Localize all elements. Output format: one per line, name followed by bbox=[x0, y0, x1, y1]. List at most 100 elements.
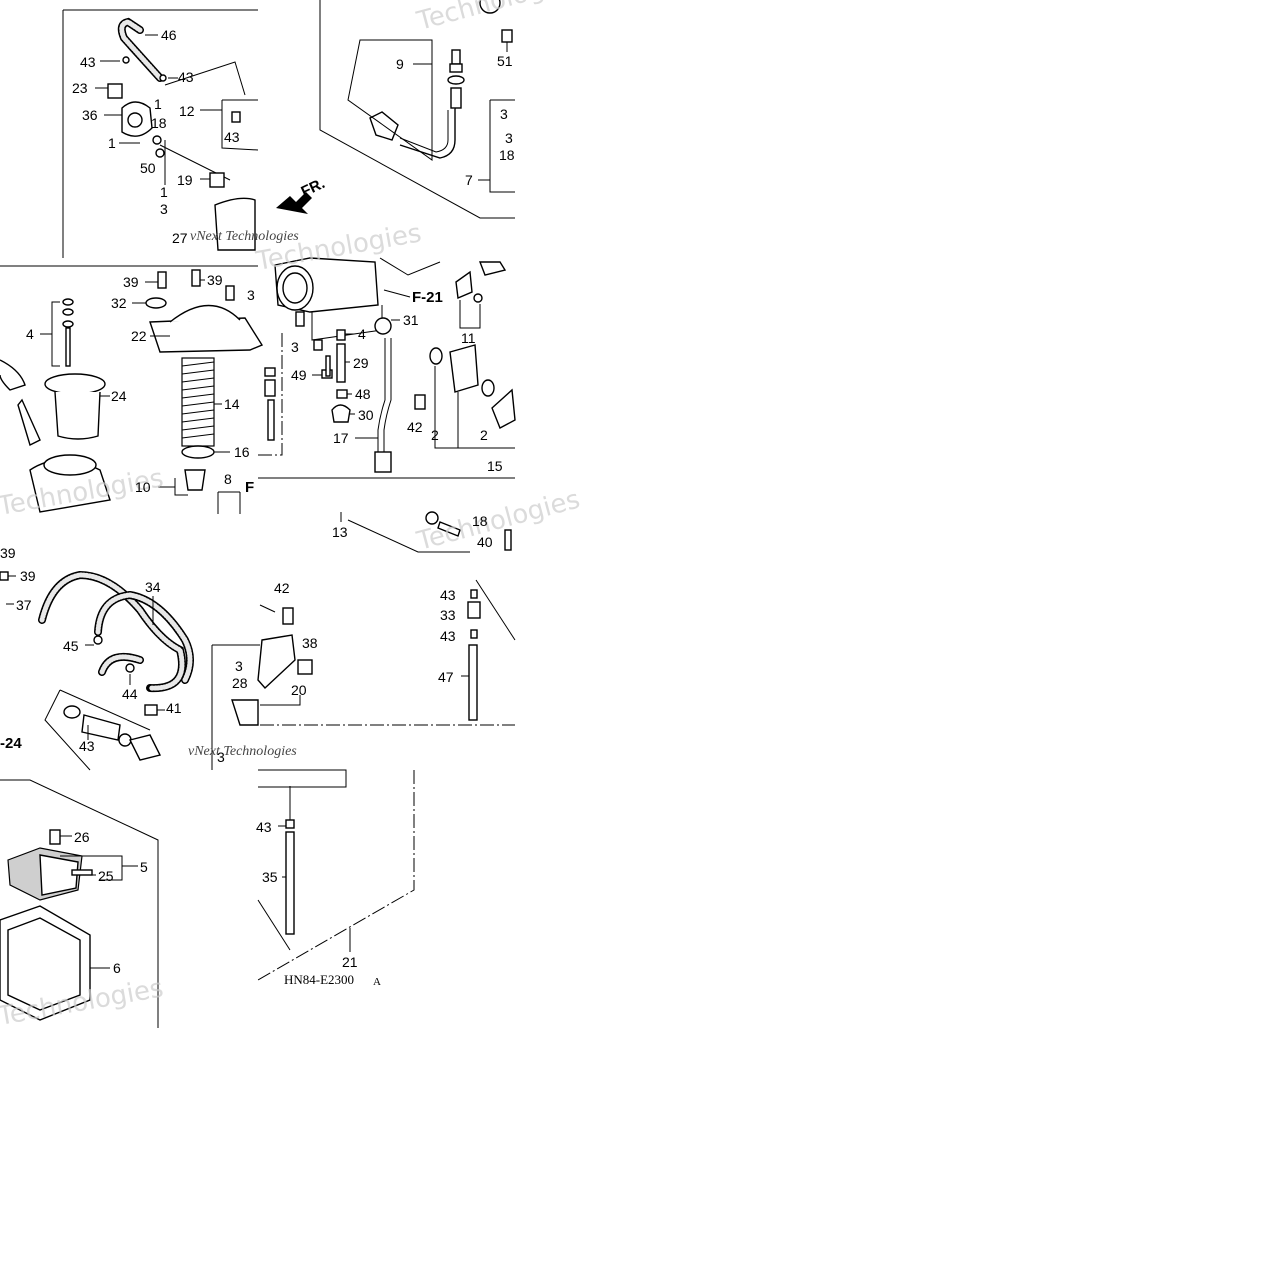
callout-18: 18 bbox=[151, 115, 167, 131]
callout-29: 29 bbox=[353, 355, 369, 371]
callout-43: 43 bbox=[178, 69, 194, 85]
callout-26: 26 bbox=[74, 829, 90, 845]
callout-43: 43 bbox=[224, 129, 240, 145]
callout-2: 2 bbox=[480, 427, 488, 443]
callout-47: 47 bbox=[438, 669, 454, 685]
callout-3: 3 bbox=[291, 339, 299, 355]
watermark-7: vNext Technologies bbox=[190, 229, 299, 244]
callout-48: 48 bbox=[355, 386, 371, 402]
needle-jet-4 bbox=[40, 298, 74, 367]
callout-49: 49 bbox=[291, 367, 307, 383]
choke-cable-assembly bbox=[347, 0, 515, 193]
callout-28: 28 bbox=[232, 675, 248, 691]
vent-tube-47 bbox=[461, 579, 516, 721]
bracket-38 bbox=[211, 604, 313, 770]
watermark-1: Technologies bbox=[413, 0, 583, 37]
callout-34: 34 bbox=[145, 579, 161, 595]
callout-37: 37 bbox=[16, 597, 32, 613]
callout-6: 6 bbox=[113, 960, 121, 976]
callout-1: 1 bbox=[160, 184, 168, 200]
callout-50: 50 bbox=[140, 160, 156, 176]
callout-42: 42 bbox=[407, 419, 423, 435]
callout-43: 43 bbox=[440, 587, 456, 603]
callout-1: 1 bbox=[108, 135, 116, 151]
callout-3: 3 bbox=[247, 287, 255, 303]
callout-17: 17 bbox=[333, 430, 349, 446]
callout-2: 2 bbox=[431, 427, 439, 443]
callout-3: 3 bbox=[500, 106, 508, 122]
breather-hoses-34 bbox=[0, 570, 194, 693]
callout-42: 42 bbox=[274, 580, 290, 596]
callout-44: 44 bbox=[122, 686, 138, 702]
callout-9: 9 bbox=[396, 56, 404, 72]
hose-46-assembly bbox=[100, 17, 246, 96]
callout-12: 12 bbox=[179, 103, 195, 119]
ref-f21: F-21 bbox=[412, 289, 443, 306]
callout-27: 27 bbox=[172, 230, 188, 246]
callout-22: 22 bbox=[131, 328, 147, 344]
callout-25: 25 bbox=[98, 868, 114, 884]
callout-14: 14 bbox=[224, 396, 240, 412]
callout-31: 31 bbox=[403, 312, 419, 328]
ref-f24: -24 bbox=[0, 735, 22, 752]
callout-3: 3 bbox=[160, 201, 168, 217]
callout-19: 19 bbox=[177, 172, 193, 188]
callout-41: 41 bbox=[166, 700, 182, 716]
vacuum-piston-assembly bbox=[132, 269, 276, 514]
callout-21: 21 bbox=[342, 954, 358, 970]
callout-39: 39 bbox=[123, 274, 139, 290]
callout-46: 46 bbox=[161, 27, 177, 43]
callout-23: 23 bbox=[72, 80, 88, 96]
callout-30: 30 bbox=[358, 407, 374, 423]
callout-43: 43 bbox=[256, 819, 272, 835]
throttle-body bbox=[274, 257, 516, 473]
watermark-6: vNext Technologies bbox=[188, 744, 297, 759]
callout-15: 15 bbox=[487, 458, 503, 474]
callout-33: 33 bbox=[440, 607, 456, 623]
callout-5: 5 bbox=[140, 859, 148, 875]
callout-43: 43 bbox=[80, 54, 96, 70]
callout-45: 45 bbox=[63, 638, 79, 654]
callout-3: 3 bbox=[505, 130, 513, 146]
callout-51: 51 bbox=[497, 53, 513, 69]
callout-40: 40 bbox=[477, 534, 493, 550]
callout-39: 39 bbox=[20, 568, 36, 584]
tile-13-fragment bbox=[340, 511, 512, 551]
callout-16: 16 bbox=[234, 444, 250, 460]
callout-labels: 46 43 43 23 36 1 18 1 12 43 50 1 19 3 27… bbox=[0, 27, 515, 976]
pilot-screw-group bbox=[44, 689, 165, 771]
float-chamber bbox=[0, 829, 138, 1021]
callout-18: 18 bbox=[499, 147, 515, 163]
fr-label: FR. bbox=[299, 175, 328, 201]
callout-18: 18 bbox=[472, 513, 488, 529]
callout-43: 43 bbox=[440, 628, 456, 644]
callout-36: 36 bbox=[82, 107, 98, 123]
float-bowl-24 bbox=[0, 359, 111, 513]
callout-24: 24 bbox=[111, 388, 127, 404]
fr-arrow: FR. bbox=[276, 175, 328, 214]
watermark-2: Technologies bbox=[413, 485, 583, 557]
callout-3: 3 bbox=[235, 658, 243, 674]
callout-4: 4 bbox=[26, 326, 34, 342]
spring-14 bbox=[181, 357, 215, 447]
callout-10: 10 bbox=[135, 479, 151, 495]
diagram-code-suffix: A bbox=[373, 976, 381, 988]
callout-35: 35 bbox=[262, 869, 278, 885]
callout-43: 43 bbox=[79, 738, 95, 754]
ref-f-partial: F bbox=[245, 479, 254, 496]
diagram-code: HN84-E2300 bbox=[284, 972, 354, 987]
callout-13: 13 bbox=[332, 524, 348, 540]
callout-39: 39 bbox=[207, 272, 223, 288]
callout-32: 32 bbox=[111, 295, 127, 311]
carb-cap-36 bbox=[95, 83, 259, 251]
callout-7: 7 bbox=[465, 172, 473, 188]
group-frames bbox=[0, 0, 515, 1028]
callout-11: 11 bbox=[461, 330, 476, 346]
callout-3: 3 bbox=[217, 749, 225, 765]
callout-1: 1 bbox=[154, 96, 162, 112]
callout-4: 4 bbox=[358, 326, 366, 342]
callout-8: 8 bbox=[224, 471, 232, 487]
callout-39: 39 bbox=[0, 545, 16, 561]
callout-20: 20 bbox=[291, 682, 307, 698]
